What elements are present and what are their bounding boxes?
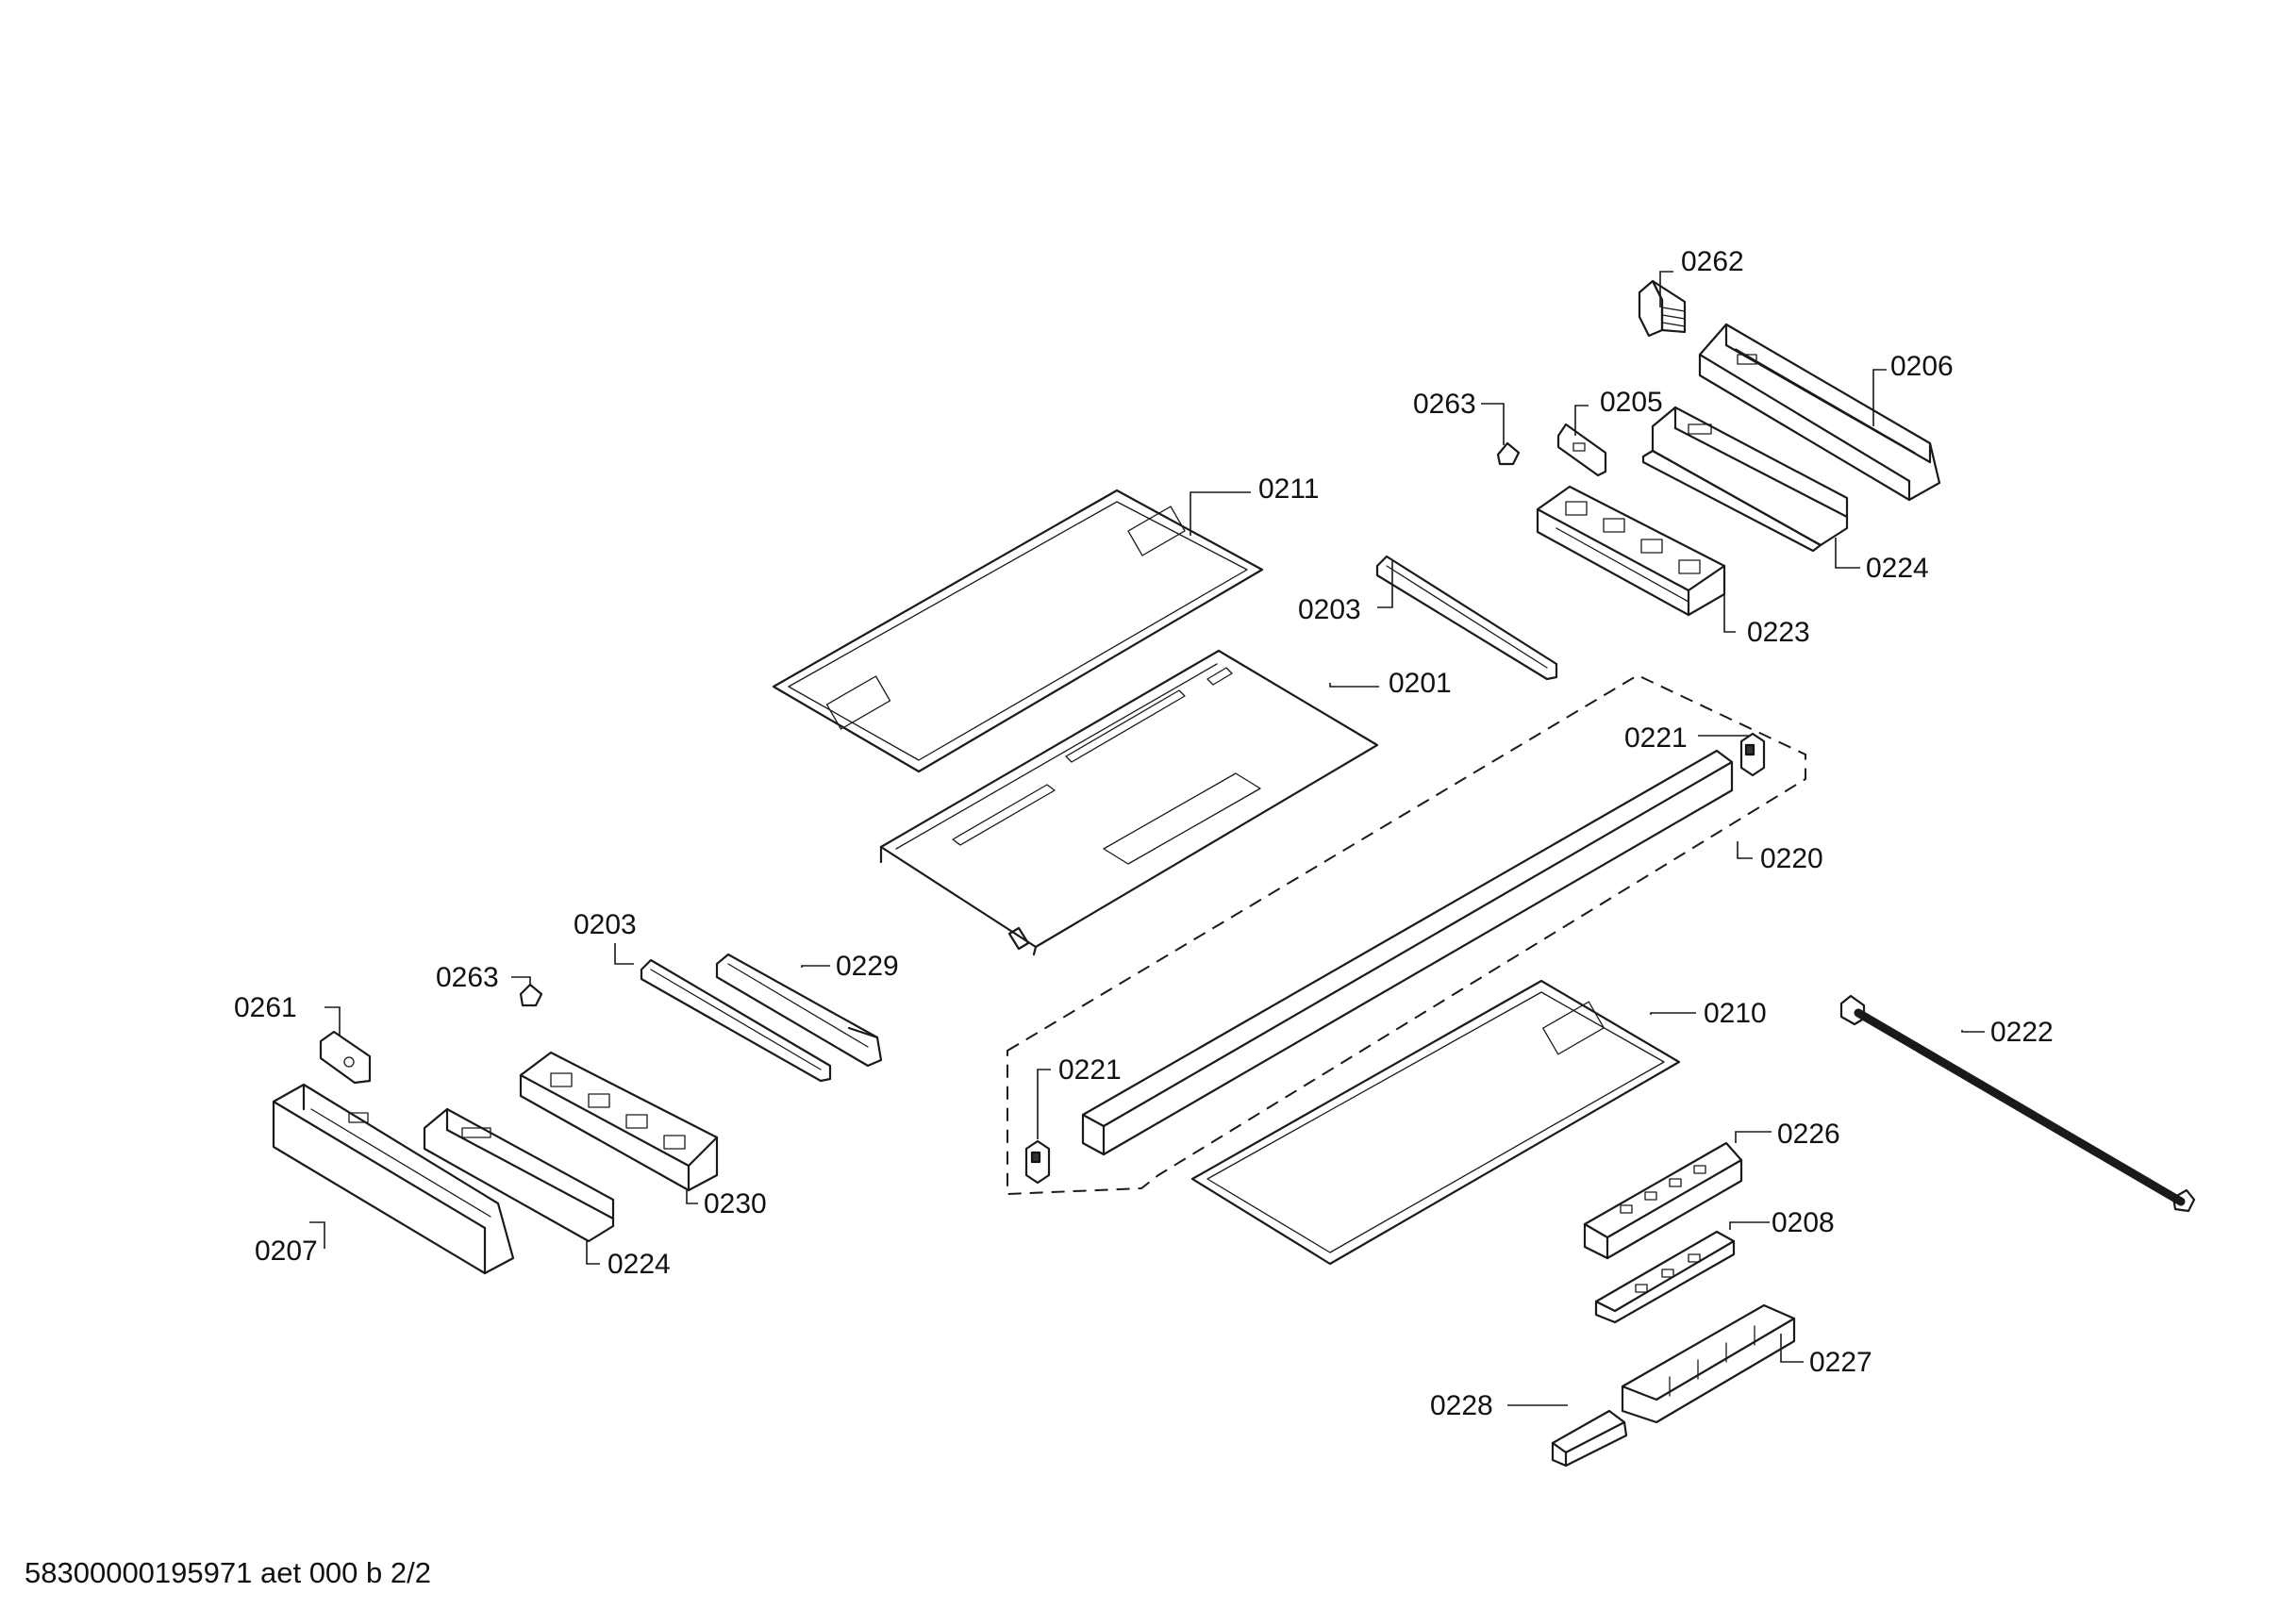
label-0226: 0226 bbox=[1777, 1119, 1840, 1150]
label-0224-lower: 0224 bbox=[607, 1249, 671, 1280]
document-code-footer: 58300000195971 aet 000 b 2/2 bbox=[25, 1556, 431, 1589]
label-0263-lower: 0263 bbox=[436, 962, 499, 993]
label-0262: 0262 bbox=[1681, 246, 1744, 277]
part-0227-trough bbox=[1621, 1303, 1796, 1424]
part-0203-rail-lower bbox=[640, 958, 832, 1083]
part-0221-end-cap-upper bbox=[1739, 732, 1766, 777]
part-0208-panel bbox=[1594, 1230, 1736, 1324]
part-0263-nub bbox=[1496, 441, 1521, 466]
label-0220: 0220 bbox=[1760, 843, 1823, 874]
part-0205-bracket bbox=[1556, 423, 1607, 477]
part-0206-channel bbox=[1698, 323, 1941, 502]
leader-lines bbox=[309, 271, 1985, 1406]
label-0228: 0228 bbox=[1430, 1390, 1493, 1421]
part-0221-end-cap-lower bbox=[1024, 1139, 1051, 1185]
label-0230: 0230 bbox=[704, 1188, 767, 1219]
part-0263-nub-lower bbox=[519, 983, 543, 1007]
part-0228-bracket bbox=[1551, 1409, 1628, 1468]
label-0207: 0207 bbox=[255, 1236, 318, 1267]
part-0224-channel-lower bbox=[423, 1107, 615, 1243]
label-0229: 0229 bbox=[836, 951, 899, 982]
label-0261: 0261 bbox=[234, 992, 297, 1023]
part-0224-channel-top bbox=[1641, 406, 1849, 553]
label-0211: 0211 bbox=[1258, 473, 1320, 505]
part-0261-plate bbox=[319, 1030, 372, 1085]
label-0222: 0222 bbox=[1990, 1017, 2054, 1048]
label-0224-upper: 0224 bbox=[1866, 553, 1929, 584]
part-labels: 0262 0206 0263 0205 0211 0224 0203 0223 … bbox=[234, 246, 2054, 1421]
label-0201: 0201 bbox=[1389, 668, 1452, 699]
label-0223: 0223 bbox=[1747, 617, 1810, 648]
part-0222-rod bbox=[1839, 994, 2196, 1213]
label-0203-upper: 0203 bbox=[1298, 594, 1361, 625]
part-0211-filter-frame bbox=[772, 489, 1264, 773]
label-0263-upper: 0263 bbox=[1413, 389, 1476, 420]
part-0230-control-carrier bbox=[519, 1051, 719, 1192]
part-0229-slide-bracket bbox=[715, 953, 883, 1068]
part-0223-control-carrier bbox=[1536, 485, 1726, 617]
label-0206: 0206 bbox=[1890, 351, 1954, 382]
part-0210-filter-frame bbox=[1190, 979, 1681, 1266]
part-0220-long-bar bbox=[1081, 749, 1734, 1156]
label-0203-lower: 0203 bbox=[574, 909, 637, 940]
part-0203-rail-upper bbox=[1375, 555, 1558, 681]
label-0208: 0208 bbox=[1772, 1207, 1835, 1238]
part-0207-channel bbox=[272, 1083, 515, 1275]
label-0221-lower: 0221 bbox=[1058, 1054, 1122, 1086]
part-0262-grille-clip bbox=[1638, 279, 1687, 338]
label-0210: 0210 bbox=[1704, 998, 1767, 1029]
label-0221-upper: 0221 bbox=[1624, 722, 1688, 754]
label-0205: 0205 bbox=[1600, 387, 1663, 418]
part-0201-front-panel bbox=[879, 649, 1379, 956]
label-0227: 0227 bbox=[1809, 1347, 1872, 1378]
part-0226-control-panel bbox=[1583, 1141, 1743, 1260]
assembly-group-0220-outline bbox=[1007, 673, 1806, 1196]
